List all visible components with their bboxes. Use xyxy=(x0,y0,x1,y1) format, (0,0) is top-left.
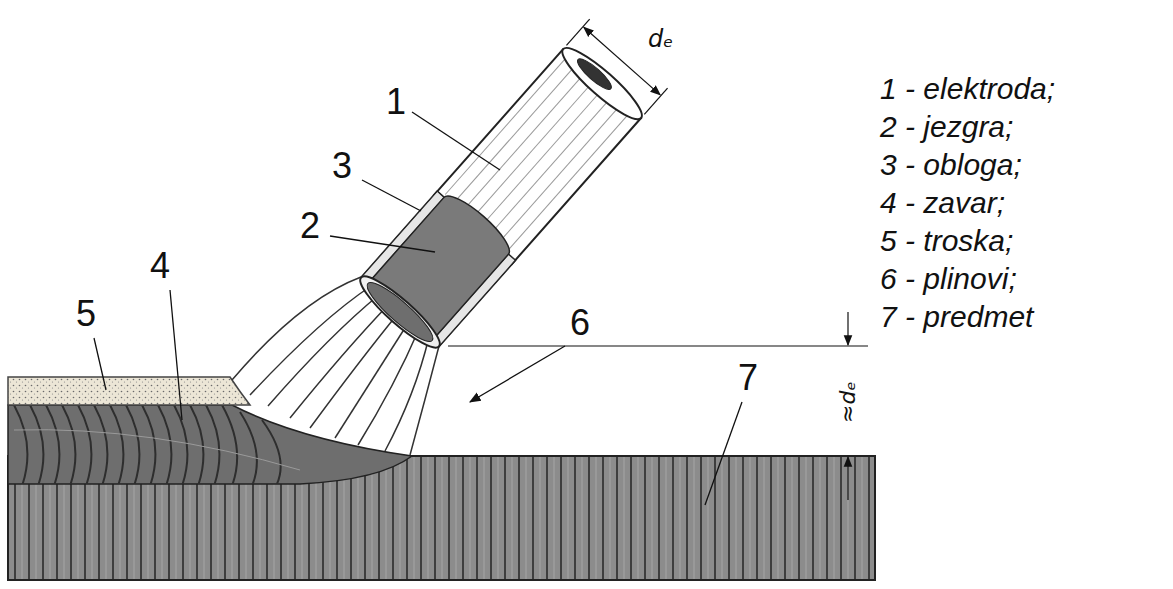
leader-lines xyxy=(94,112,742,505)
callout-number: 4 xyxy=(150,246,170,286)
callout-number: 6 xyxy=(570,303,590,343)
legend-text: 1 - elektroda; xyxy=(880,72,1055,105)
callout-number: 5 xyxy=(76,294,96,334)
callout-number: 2 xyxy=(300,206,320,246)
electrode xyxy=(353,19,667,355)
height-dimension xyxy=(448,312,868,500)
legend-text: 4 - zavar; xyxy=(880,186,1005,219)
dimension-label: ≈dₑ xyxy=(836,381,860,423)
weld-bead xyxy=(8,405,412,486)
callout-number: 7 xyxy=(738,358,758,398)
legend-text: 5 - troska; xyxy=(880,224,1013,257)
legend-text: 2 - jezgra; xyxy=(880,110,1013,143)
slag-layer xyxy=(8,377,250,405)
legend-text: 6 - plinovi; xyxy=(880,262,1017,295)
callout-number: 3 xyxy=(332,146,352,186)
dimension-label: dₑ xyxy=(648,26,673,52)
legend-text: 3 - obloga; xyxy=(880,148,1022,181)
callout-number: 1 xyxy=(386,82,406,122)
legend-text: 7 - predmet xyxy=(880,300,1033,333)
